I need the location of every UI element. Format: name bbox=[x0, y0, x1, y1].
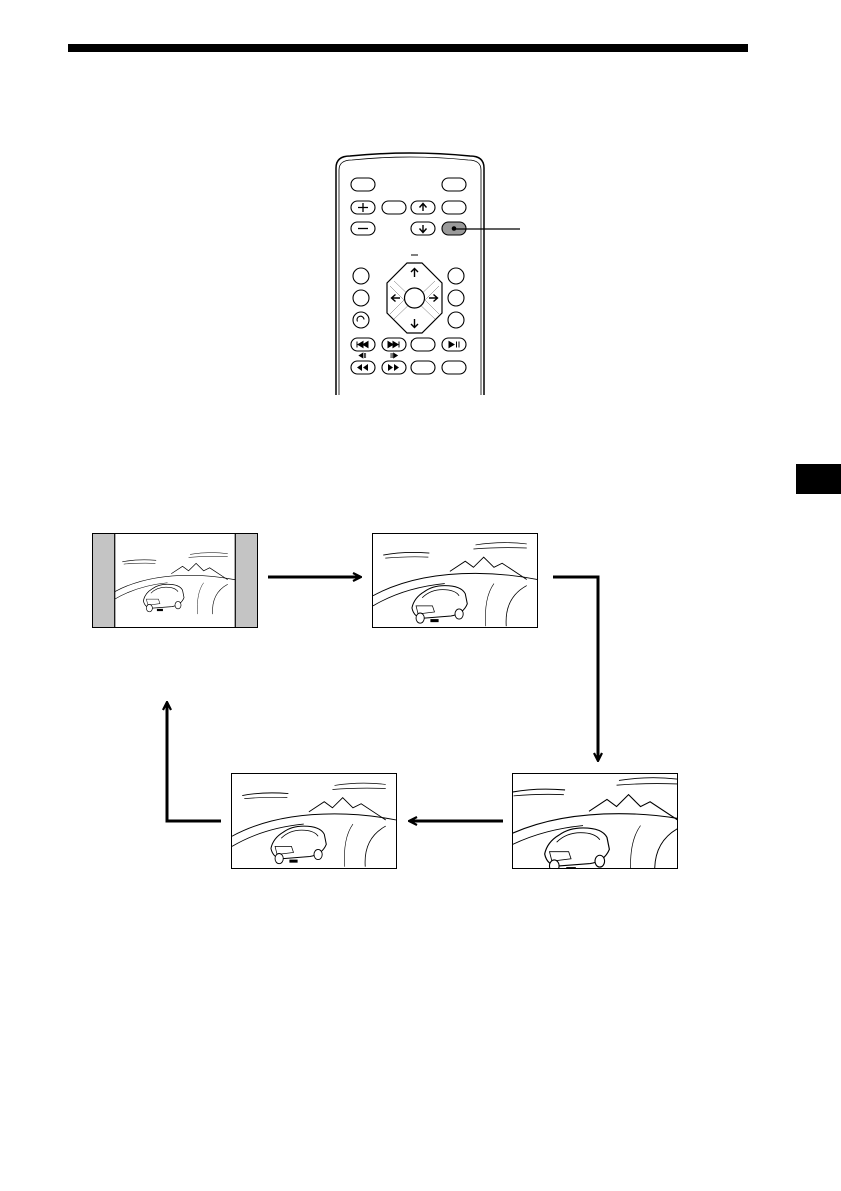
power-button[interactable] bbox=[351, 178, 375, 191]
return-button[interactable] bbox=[353, 312, 369, 328]
arrow-wide-to-normal bbox=[167, 703, 221, 821]
right-top-button[interactable] bbox=[448, 268, 464, 284]
stop-button[interactable] bbox=[411, 338, 435, 351]
left-mid-button[interactable] bbox=[353, 290, 369, 306]
enter-button[interactable] bbox=[405, 288, 425, 308]
screen-zoom bbox=[512, 773, 678, 869]
pillarbox-right bbox=[235, 534, 257, 627]
menu-button[interactable] bbox=[442, 201, 466, 214]
right-mid-button[interactable] bbox=[448, 290, 464, 306]
callout-line bbox=[440, 215, 530, 245]
mute-button[interactable] bbox=[382, 201, 406, 214]
function-button-right[interactable] bbox=[442, 361, 466, 374]
screen-normal bbox=[92, 533, 258, 628]
right-bottom-button[interactable] bbox=[448, 312, 464, 328]
screen-full bbox=[372, 533, 538, 628]
header-rule bbox=[68, 44, 748, 52]
function-button-left[interactable] bbox=[411, 361, 435, 374]
source-button[interactable] bbox=[442, 178, 466, 191]
screen-wide bbox=[231, 773, 397, 869]
remote-control-illustration bbox=[330, 150, 490, 395]
section-tab bbox=[796, 464, 841, 494]
pillarbox-left bbox=[93, 534, 115, 627]
left-top-button[interactable] bbox=[353, 268, 369, 284]
arrow-full-to-zoom bbox=[553, 577, 598, 760]
